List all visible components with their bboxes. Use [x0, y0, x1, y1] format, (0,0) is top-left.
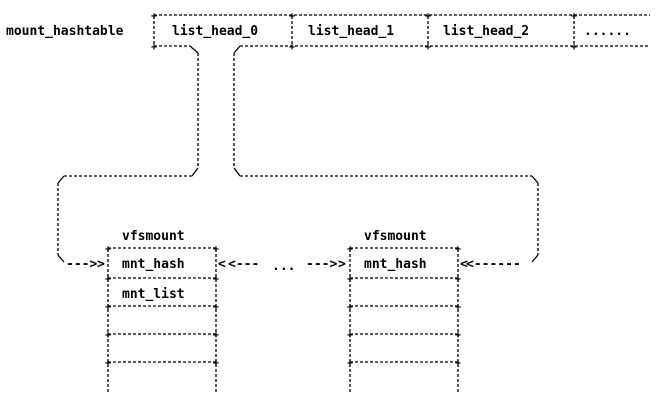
svg-text:+: + — [455, 330, 461, 341]
loop-left-corner — [191, 167, 199, 177]
table-cell-ellipsis: ...... — [584, 24, 631, 39]
svg-text:<: < — [460, 257, 468, 272]
svg-text:+: + — [425, 42, 431, 53]
svg-text:+: + — [289, 42, 295, 53]
loop-left-bottom-turn — [57, 254, 65, 263]
svg-text:+: + — [347, 330, 353, 341]
chain-arrow-forward: ---> — [306, 257, 337, 272]
node-2-field-mnt-hash: mnt_hash — [364, 257, 427, 272]
svg-text:+: + — [347, 274, 353, 285]
node-1-title: vfsmount — [122, 229, 185, 244]
loop-right-turn — [531, 175, 539, 184]
loop-left-turn — [57, 175, 65, 184]
svg-text:+: + — [455, 302, 461, 313]
svg-text:<: < — [218, 257, 226, 272]
svg-text:+: + — [213, 274, 219, 285]
svg-text:+: + — [105, 302, 111, 313]
connector-slant-right — [233, 45, 241, 54]
svg-text:+: + — [105, 274, 111, 285]
table-cell-1: list_head_1 — [308, 24, 394, 39]
vfsmount-node-1: vfsmount ++ mnt_hash ++ mnt_list ++ ++ +… — [105, 229, 219, 392]
svg-text:>: > — [97, 257, 105, 272]
table-cell-0: list_head_0 — [172, 24, 258, 39]
chain-arrow-back: <--- — [228, 257, 259, 272]
node-1-field-mnt-hash: mnt_hash — [122, 257, 185, 272]
svg-text:+: + — [213, 358, 219, 369]
svg-text:+: + — [347, 302, 353, 313]
vfsmount-node-2: vfsmount ++ mnt_hash ++ ++ ++ ++ — [347, 229, 461, 392]
svg-text:+: + — [455, 274, 461, 285]
inbound-arrow-left: ---> — [66, 257, 97, 272]
node-1-field-mnt-list: mnt_list — [122, 287, 185, 302]
loop-right-corner — [233, 167, 241, 177]
svg-text:+: + — [105, 330, 111, 341]
connector-slant-left — [189, 45, 199, 54]
svg-text:+: + — [105, 358, 111, 369]
svg-text:+: + — [289, 11, 295, 22]
svg-text:+: + — [571, 42, 577, 53]
svg-text:+: + — [455, 358, 461, 369]
svg-text:>: > — [338, 257, 346, 272]
node-2-title: vfsmount — [364, 229, 427, 244]
hashtable-label: mount_hashtable — [6, 24, 124, 39]
svg-text:+: + — [151, 42, 157, 53]
svg-text:+: + — [347, 358, 353, 369]
svg-text:+: + — [151, 11, 157, 22]
svg-text:+: + — [213, 330, 219, 341]
table-cell-2: list_head_2 — [443, 24, 529, 39]
svg-text:+: + — [213, 302, 219, 313]
inbound-arrow-right: <------ — [466, 257, 521, 272]
svg-text:+: + — [571, 11, 577, 22]
chain-ellipsis: ... — [272, 259, 295, 274]
svg-text:+: + — [425, 11, 431, 22]
loop-right-bottom-turn — [531, 254, 539, 263]
